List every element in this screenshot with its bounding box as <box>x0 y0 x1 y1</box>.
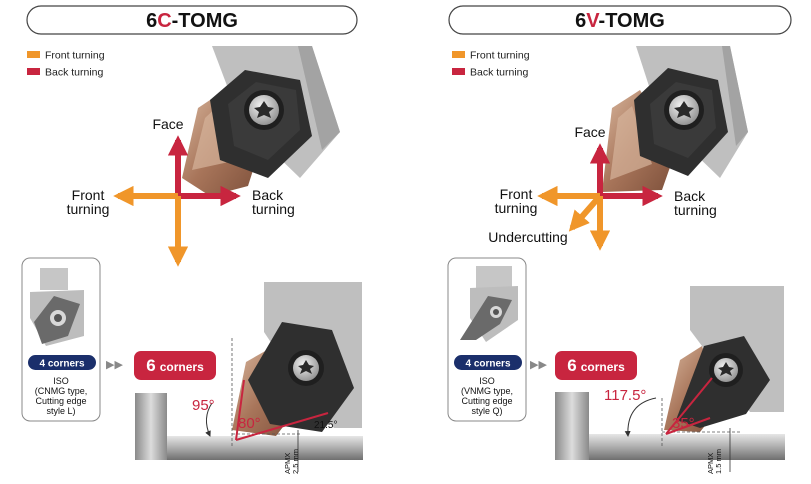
left-apmx-2: 2.5 mm <box>291 449 300 474</box>
right-edge-line <box>665 377 713 435</box>
pointer-arrows: ▶▶ <box>106 359 123 371</box>
right-badge-6-corners <box>555 351 637 380</box>
right-iso-line-1: ISO <box>479 376 495 386</box>
right-angle-insert: 35° <box>672 415 695 432</box>
badge-4-corners-label: 4 corners <box>39 359 84 370</box>
iso-line-1: ISO <box>53 376 69 386</box>
right-label-back-2: turning <box>674 202 717 218</box>
right-label-front-1: Front <box>500 186 533 202</box>
left-angle-side: 21.5° <box>314 420 337 431</box>
right-badge-4-corners <box>454 355 522 370</box>
right-angle-arc <box>624 397 657 437</box>
right-pointer-arrows: ▶▶ <box>530 359 547 371</box>
right-label-under: Undercutting <box>488 229 567 245</box>
right-old-tool-image <box>460 266 518 342</box>
legend-front-swatch <box>27 51 40 58</box>
left-edge-line-2 <box>235 412 329 441</box>
right-edge-line-2 <box>665 417 711 435</box>
legend-front-label: Front turning <box>45 50 105 62</box>
right-arrow-undercut <box>568 194 603 232</box>
workpiece-collar <box>135 393 167 460</box>
iso-line-3: Cutting edge <box>35 396 86 406</box>
left-panel: 6C-TOMG Front turning Back turning Face … <box>21 5 363 474</box>
label-back-1: Back <box>252 187 284 203</box>
left-angle-insert: 80° <box>238 415 261 432</box>
label-front-1: Front <box>72 187 105 203</box>
right-title-pill <box>448 5 792 35</box>
right-workpiece-shaft <box>555 434 785 460</box>
left-apmx-1: APMX <box>283 453 292 474</box>
right-iso-line-4: style Q) <box>471 406 502 416</box>
right-label-face: Face <box>574 124 605 140</box>
right-apmx-1: APMX <box>706 453 715 474</box>
right-bottom-tool <box>664 286 784 432</box>
legend-back-label: Back turning <box>45 67 104 79</box>
right-badge-4-corners-label: 4 corners <box>465 359 510 370</box>
workpiece-shaft <box>135 436 363 460</box>
right-apmx-2: 1.5 mm <box>714 449 723 474</box>
right-angle-main: 117.5° <box>604 387 646 404</box>
right-legend-front-swatch <box>452 51 465 58</box>
right-iso-line-2: (VNMG type, <box>461 386 513 396</box>
badge-4-corners <box>28 355 96 370</box>
right-label-front-2: turning <box>495 200 538 216</box>
old-tool-image <box>30 268 84 346</box>
badge-6-corners <box>134 351 216 380</box>
right-label-back-1: Back <box>674 188 706 204</box>
left-angle-arc <box>205 402 213 437</box>
right-legend-front-label: Front turning <box>470 50 530 62</box>
label-front-2: turning <box>67 201 110 217</box>
iso-line-4: style L) <box>46 406 75 416</box>
iso-line-2: (CNMG type, <box>35 386 88 396</box>
left-angle-main: 95° <box>192 397 215 414</box>
right-panel: 6V-TOMG Front turning Back turning Face … <box>447 5 792 474</box>
right-legend-back-swatch <box>452 68 465 75</box>
left-bottom-tool <box>232 282 362 436</box>
right-legend-back-label: Back turning <box>470 67 529 79</box>
left-edge-line <box>235 379 245 441</box>
left-top-tool <box>182 46 340 196</box>
label-face: Face <box>152 116 183 132</box>
right-title: 6V-TOMG <box>575 10 665 32</box>
right-iso-line-3: Cutting edge <box>461 396 512 406</box>
right-workpiece-collar <box>555 392 589 460</box>
right-top-tool <box>602 46 748 192</box>
legend-back-swatch <box>27 68 40 75</box>
label-back-2: turning <box>252 201 295 217</box>
left-title: 6C-TOMG <box>146 10 238 32</box>
left-title-pill <box>26 5 358 35</box>
